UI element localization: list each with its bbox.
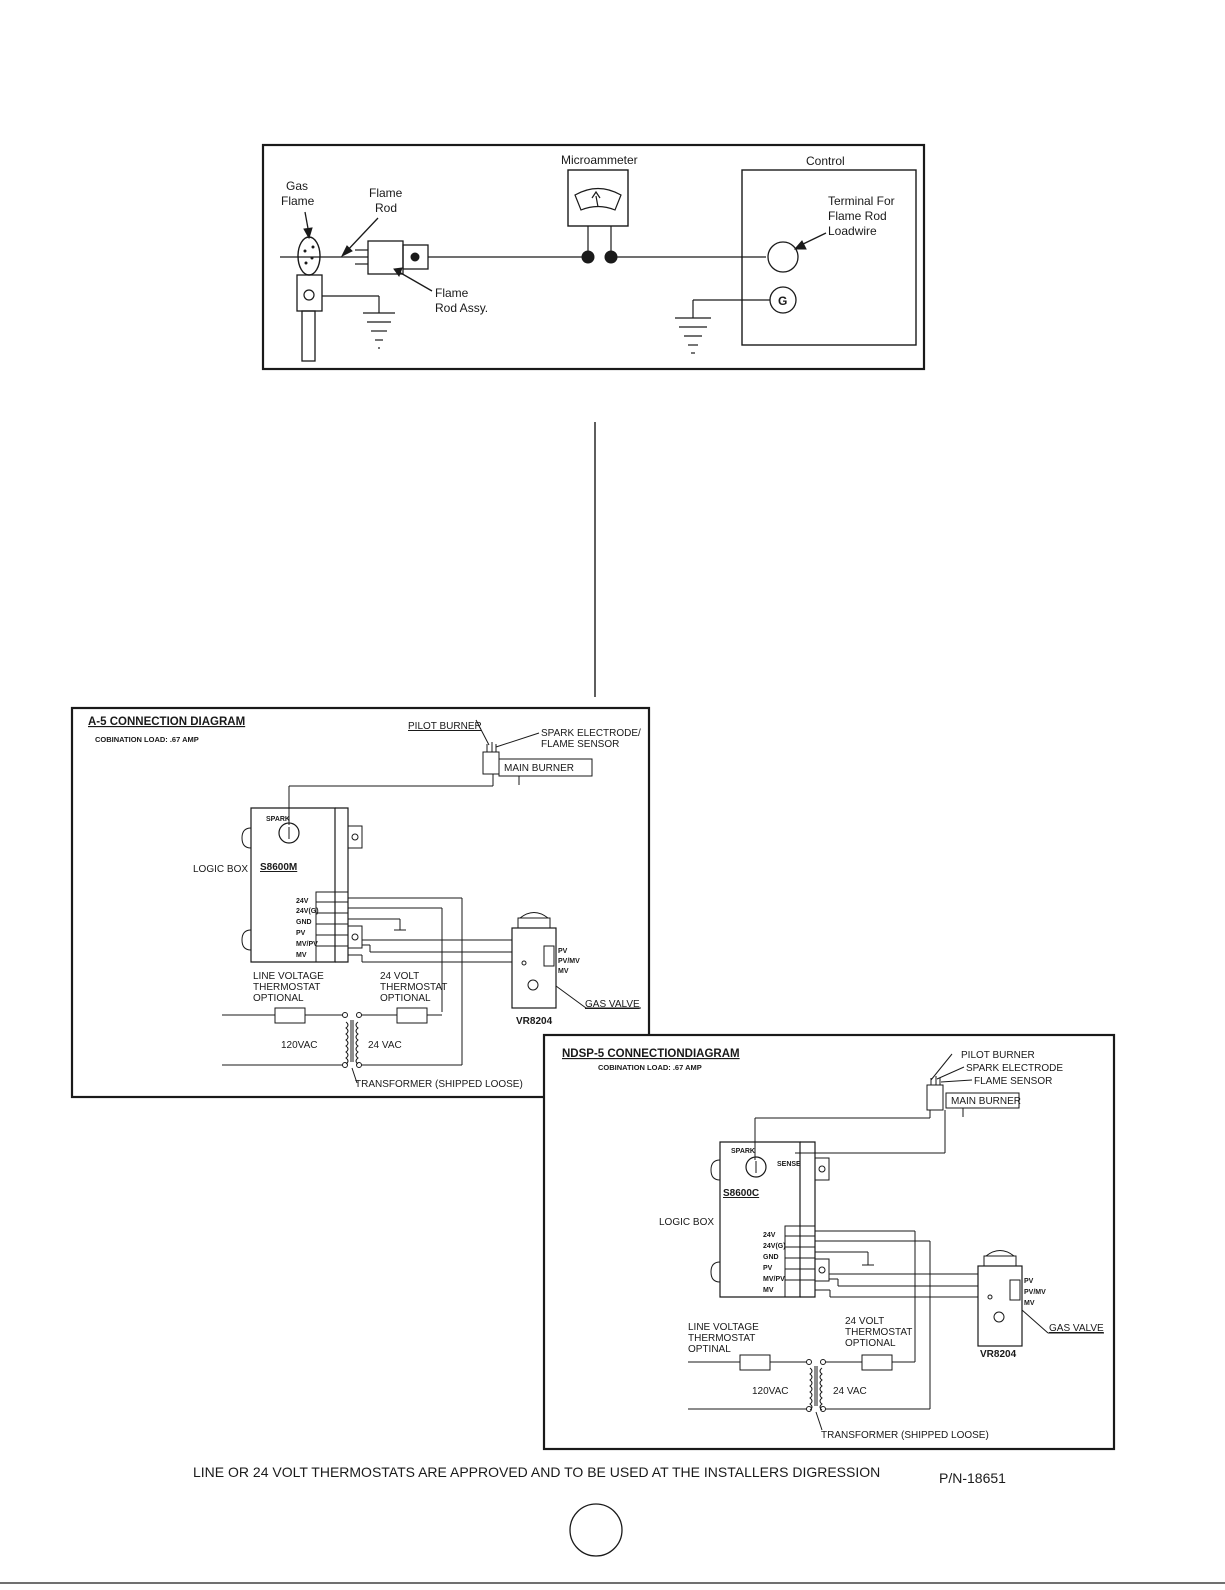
ndsp5-main-burner: MAIN BURNER [951, 1096, 1021, 1107]
ndsp5-logic-box: LOGIC BOX [659, 1217, 714, 1228]
ndsp5-sense: SENSE [777, 1161, 801, 1168]
a5-pilot-burner: PILOT BURNER [408, 721, 482, 732]
a5-valve-pvmv: PV/MV [558, 958, 580, 965]
label-microammeter: Microammeter [561, 153, 638, 167]
a5-120vac: 120VAC [281, 1040, 318, 1051]
flame-rod-diagram [261, 143, 926, 371]
a5-title: A-5 CONNECTION DIAGRAM [88, 716, 245, 728]
ndsp5-terminal-24vg: 24V(G) [763, 1243, 786, 1250]
ndsp5-terminal-mvpv: MV/PV [763, 1276, 785, 1283]
ndsp5-terminal-pv: PV [763, 1265, 773, 1272]
ndsp5-24volt-3: OPTIONAL [845, 1338, 896, 1349]
ndsp5-gas-valve: GAS VALVE [1049, 1323, 1104, 1334]
a5-terminal-mvpv: MV/PV [296, 941, 318, 948]
a5-line-voltage-1: LINE VOLTAGE [253, 971, 324, 982]
label-flame-rod-2: Rod [375, 201, 397, 215]
a5-diagram [70, 706, 651, 1099]
label-loadwire: Loadwire [828, 224, 877, 238]
ndsp5-line-voltage-2: THERMOSTAT [688, 1333, 755, 1344]
page-number-circle [569, 1503, 623, 1557]
a5-logic-box: LOGIC BOX [193, 864, 248, 875]
ndsp5-spark-electrode: SPARK ELECTRODE [966, 1063, 1063, 1074]
a5-valve-model: VR8204 [516, 1016, 553, 1027]
label-flame: Flame [281, 194, 315, 208]
a5-valve-pv: PV [558, 948, 568, 955]
a5-24volt-1: 24 VOLT [380, 971, 419, 982]
a5-valve-mv: MV [558, 968, 569, 975]
ndsp5-line-voltage-3: OPTINAL [688, 1344, 731, 1355]
a5-gas-valve: GAS VALVE [585, 999, 640, 1010]
a5-labels: A-5 CONNECTION DIAGRAM COBINATION LOAD: … [88, 716, 641, 1090]
label-flame-rod-assy-2: Rod Assy. [435, 301, 488, 315]
ndsp5-transformer: TRANSFORMER (SHIPPED LOOSE) [821, 1430, 989, 1441]
label-control: Control [806, 154, 845, 168]
a5-terminal-mv: MV [296, 952, 307, 959]
label-gas: Gas [286, 179, 308, 193]
a5-model: S8600M [260, 862, 297, 873]
ndsp5-24vac: 24 VAC [833, 1386, 867, 1397]
a5-terminal-pv: PV [296, 930, 306, 937]
a5-load: COBINATION LOAD: .67 AMP [95, 735, 199, 744]
ndsp5-terminal-mv: MV [763, 1287, 774, 1294]
ndsp5-spark: SPARK [731, 1148, 755, 1155]
a5-24volt-2: THERMOSTAT [380, 982, 447, 993]
ndsp5-load: COBINATION LOAD: .67 AMP [598, 1063, 702, 1072]
a5-spark: SPARK [266, 816, 290, 823]
footer-note: LINE OR 24 VOLT THERMOSTATS ARE APPROVED… [193, 1464, 880, 1480]
label-flame-rod-1: Flame [369, 186, 403, 200]
flame-rod-labels: Gas Flame Flame Rod Flame Rod Assy. Micr… [281, 153, 895, 315]
a5-line-voltage-2: THERMOSTAT [253, 982, 320, 993]
a5-24vac: 24 VAC [368, 1040, 402, 1051]
a5-transformer: TRANSFORMER (SHIPPED LOOSE) [355, 1079, 523, 1090]
a5-main-burner: MAIN BURNER [504, 763, 574, 774]
a5-flame-sensor: FLAME SENSOR [541, 739, 619, 750]
a5-terminal-24v: 24V [296, 898, 309, 905]
ndsp5-terminal-gnd: GND [763, 1254, 779, 1261]
ndsp5-24volt-2: THERMOSTAT [845, 1327, 912, 1338]
a5-line-voltage-3: OPTIONAL [253, 993, 304, 1004]
ndsp5-terminal-24v: 24V [763, 1232, 776, 1239]
ndsp5-24volt-1: 24 VOLT [845, 1316, 884, 1327]
a5-24volt-3: OPTIONAL [380, 993, 431, 1004]
label-ground-terminal: G [778, 294, 787, 308]
ndsp5-valve-model: VR8204 [980, 1349, 1017, 1360]
ndsp5-valve-pv: PV [1024, 1278, 1034, 1285]
ndsp5-line-voltage-1: LINE VOLTAGE [688, 1322, 759, 1333]
label-flame-rod-assy-1: Flame [435, 286, 469, 300]
ndsp5-flame-sensor: FLAME SENSOR [974, 1076, 1052, 1087]
label-terminal-for: Terminal For [828, 194, 895, 208]
label-flame-rod: Flame Rod [828, 209, 887, 223]
ndsp5-120vac: 120VAC [752, 1386, 789, 1397]
part-number: P/N-18651 [939, 1470, 1006, 1486]
ndsp5-valve-pvmv: PV/MV [1024, 1289, 1046, 1296]
gas-flame-icon [297, 236, 321, 276]
ndsp5-title: NDSP-5 CONNECTIONDIAGRAM [562, 1048, 740, 1060]
ndsp5-model: S8600C [723, 1188, 759, 1199]
ndsp5-pilot-burner: PILOT BURNER [961, 1050, 1035, 1061]
a5-terminal-gnd: GND [296, 919, 312, 926]
a5-spark-electrode: SPARK ELECTRODE/ [541, 728, 641, 739]
ndsp5-valve-mv: MV [1024, 1300, 1035, 1307]
ndsp5-labels: NDSP-5 CONNECTIONDIAGRAM COBINATION LOAD… [562, 1048, 1104, 1441]
a5-terminal-24vg: 24V(G) [296, 908, 319, 915]
ndsp5-diagram [542, 1033, 1116, 1451]
